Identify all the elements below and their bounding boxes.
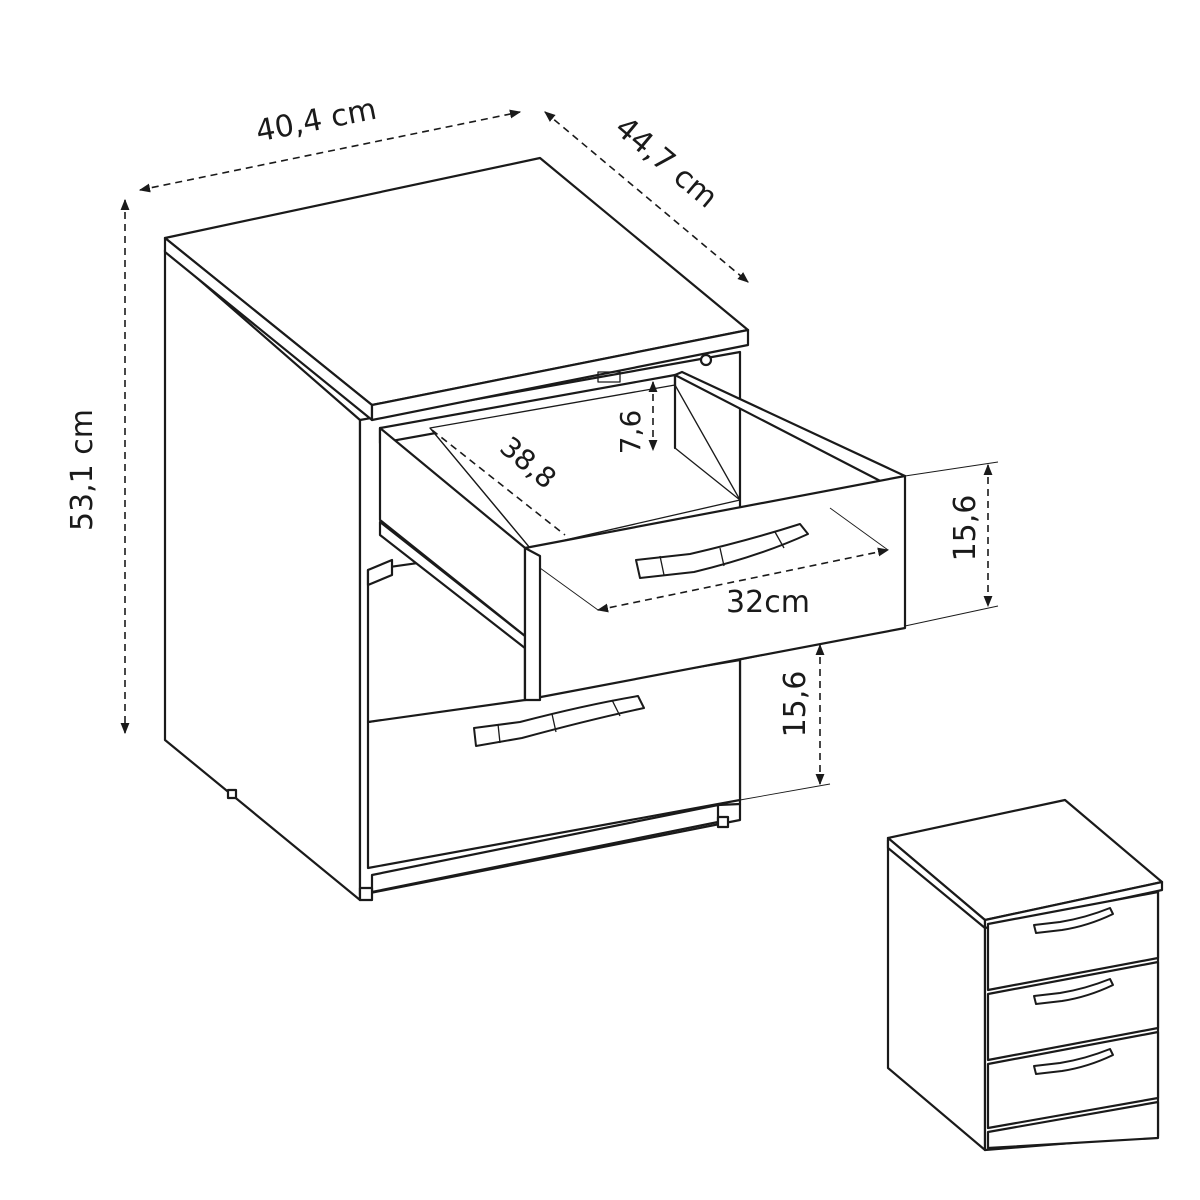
preview-handle-2 [1033,978,1114,1005]
preview-handle-3 [1033,1048,1114,1075]
preview-handle-1 [1033,907,1114,934]
lock-icon [699,353,713,367]
width-label: 40,4 cm [253,92,379,150]
depth-label: 44,7 cm [608,110,724,215]
height-label: 53,1 cm [65,409,100,531]
foot [226,788,238,800]
preview-drawer-2 [986,960,1160,1062]
width-dimension-line [138,109,522,193]
drawer-front-height-label-2: 15,6 [778,671,813,738]
preview-drawer-3 [986,1030,1160,1130]
handle-spacing-line [596,547,890,613]
handle-spacing-label: 32cm [726,585,810,620]
drawer-front-height-label: 15,6 [948,495,983,562]
foot [358,886,374,902]
runner-clip [597,371,621,383]
preview-cabinet [886,798,1164,1152]
drawer-handle-bottom [473,695,645,747]
foot [716,815,730,829]
preview-drawer-1 [986,890,1160,992]
dimension-lines [120,109,999,801]
main-cabinet [163,156,907,902]
depth-dimension-line [544,111,749,283]
drawer-inner-depth-line [431,429,566,536]
drawer-inner-height-label: 7,6 [614,410,647,455]
drawer-bottom [366,658,742,870]
